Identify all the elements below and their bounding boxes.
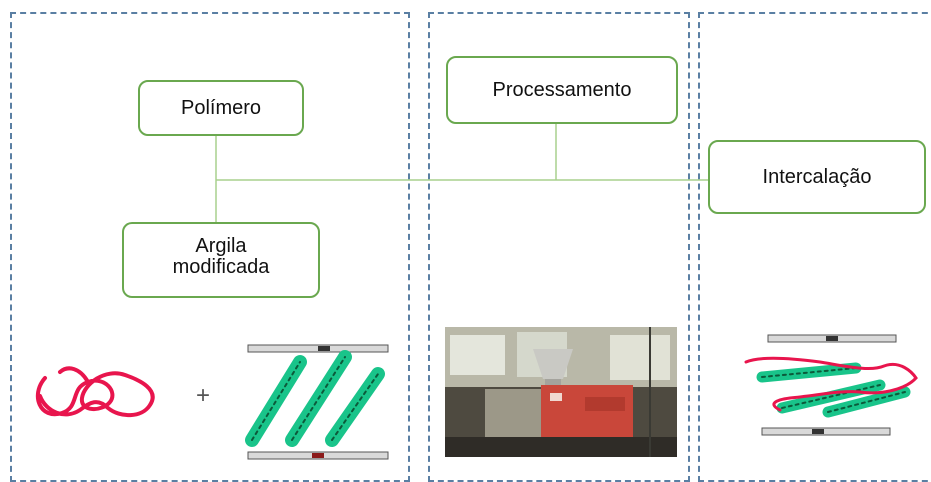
node-polimero: Polímero <box>138 80 304 136</box>
plus-sign: + <box>195 382 210 409</box>
node-processamento: Processamento <box>446 56 678 124</box>
node-argila-line2: modificada <box>172 256 270 278</box>
node-intercalacao: Intercalação <box>708 140 926 214</box>
extruder-photo <box>445 327 677 457</box>
node-argila-line1: Argila <box>195 235 247 257</box>
